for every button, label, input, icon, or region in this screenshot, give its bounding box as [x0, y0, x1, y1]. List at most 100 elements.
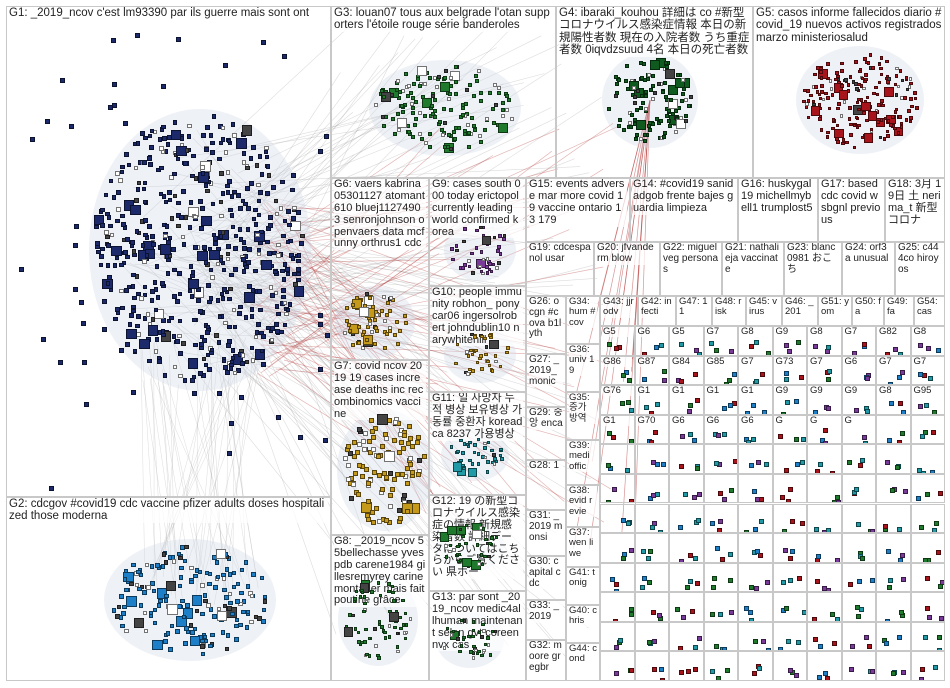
node[interactable] [223, 365, 228, 370]
node[interactable] [826, 135, 830, 139]
node[interactable] [188, 358, 199, 369]
node[interactable] [166, 631, 171, 636]
node[interactable] [254, 335, 259, 340]
node[interactable] [351, 343, 355, 347]
node[interactable] [816, 66, 820, 70]
node[interactable] [82, 360, 87, 365]
node[interactable] [468, 265, 472, 269]
node[interactable] [443, 145, 447, 149]
node[interactable] [283, 301, 288, 306]
node[interactable] [236, 193, 241, 198]
node[interactable] [377, 581, 381, 585]
node[interactable] [412, 82, 416, 86]
node[interactable] [266, 164, 271, 169]
node[interactable] [201, 133, 206, 138]
node[interactable] [357, 463, 362, 468]
node[interactable] [242, 269, 247, 274]
node[interactable] [452, 548, 456, 552]
node[interactable] [856, 101, 860, 105]
node[interactable] [355, 450, 360, 455]
node[interactable] [914, 97, 918, 101]
node[interactable] [73, 287, 78, 292]
node[interactable] [219, 234, 224, 239]
node[interactable] [135, 324, 140, 329]
node[interactable] [895, 67, 899, 71]
node[interactable] [143, 285, 148, 290]
node[interactable] [653, 91, 657, 95]
node[interactable] [418, 132, 422, 136]
node[interactable] [141, 243, 146, 248]
node[interactable] [460, 619, 464, 623]
node[interactable] [614, 75, 618, 79]
node[interactable] [286, 272, 291, 277]
node[interactable] [397, 128, 401, 132]
node[interactable] [366, 481, 371, 486]
node[interactable] [408, 456, 413, 461]
node[interactable] [221, 573, 226, 578]
node[interactable] [178, 292, 183, 297]
node[interactable] [212, 614, 217, 619]
node[interactable] [120, 214, 125, 219]
node[interactable] [185, 148, 190, 153]
node[interactable] [179, 575, 184, 580]
node[interactable] [834, 78, 838, 82]
node[interactable] [369, 418, 374, 423]
node[interactable] [346, 463, 351, 468]
node[interactable] [217, 611, 228, 622]
node[interactable] [635, 133, 639, 137]
node[interactable] [163, 639, 168, 644]
node[interactable] [162, 136, 167, 141]
node[interactable] [219, 171, 224, 176]
node[interactable] [467, 354, 471, 358]
node[interactable] [143, 181, 148, 186]
node[interactable] [428, 145, 432, 149]
node[interactable] [139, 603, 144, 608]
node[interactable] [177, 552, 182, 557]
node[interactable] [119, 348, 124, 353]
node[interactable] [276, 253, 281, 258]
node[interactable] [486, 271, 490, 275]
node[interactable] [288, 302, 293, 307]
node[interactable] [614, 94, 618, 98]
node[interactable] [895, 108, 899, 112]
node[interactable] [227, 451, 232, 456]
node[interactable] [209, 607, 214, 612]
node[interactable] [276, 312, 281, 317]
node[interactable] [454, 80, 458, 84]
node[interactable] [224, 150, 229, 155]
node[interactable] [129, 313, 134, 318]
node[interactable] [283, 262, 288, 267]
node[interactable] [173, 194, 178, 199]
node[interactable] [501, 101, 505, 105]
node[interactable] [839, 90, 849, 100]
node[interactable] [820, 84, 824, 88]
node[interactable] [876, 93, 880, 97]
node[interactable] [413, 123, 417, 127]
node[interactable] [157, 359, 162, 364]
node[interactable] [251, 572, 256, 577]
node[interactable] [281, 295, 286, 300]
node[interactable] [244, 560, 249, 565]
node[interactable] [286, 209, 291, 214]
node[interactable] [664, 61, 668, 65]
node[interactable] [294, 286, 305, 297]
node[interactable] [192, 595, 203, 606]
node[interactable] [217, 391, 222, 396]
node[interactable] [380, 444, 385, 449]
node[interactable] [165, 224, 170, 229]
node[interactable] [201, 216, 212, 227]
node[interactable] [184, 545, 189, 550]
node[interactable] [401, 110, 405, 114]
node[interactable] [261, 619, 266, 624]
node[interactable] [125, 342, 130, 347]
node[interactable] [366, 325, 370, 329]
node[interactable] [290, 188, 295, 193]
node[interactable] [246, 584, 251, 589]
node[interactable] [391, 591, 395, 595]
node[interactable] [238, 206, 243, 211]
node[interactable] [470, 252, 474, 256]
node[interactable] [869, 53, 873, 57]
node[interactable] [262, 608, 267, 613]
node[interactable] [376, 454, 381, 459]
node[interactable] [281, 234, 286, 239]
